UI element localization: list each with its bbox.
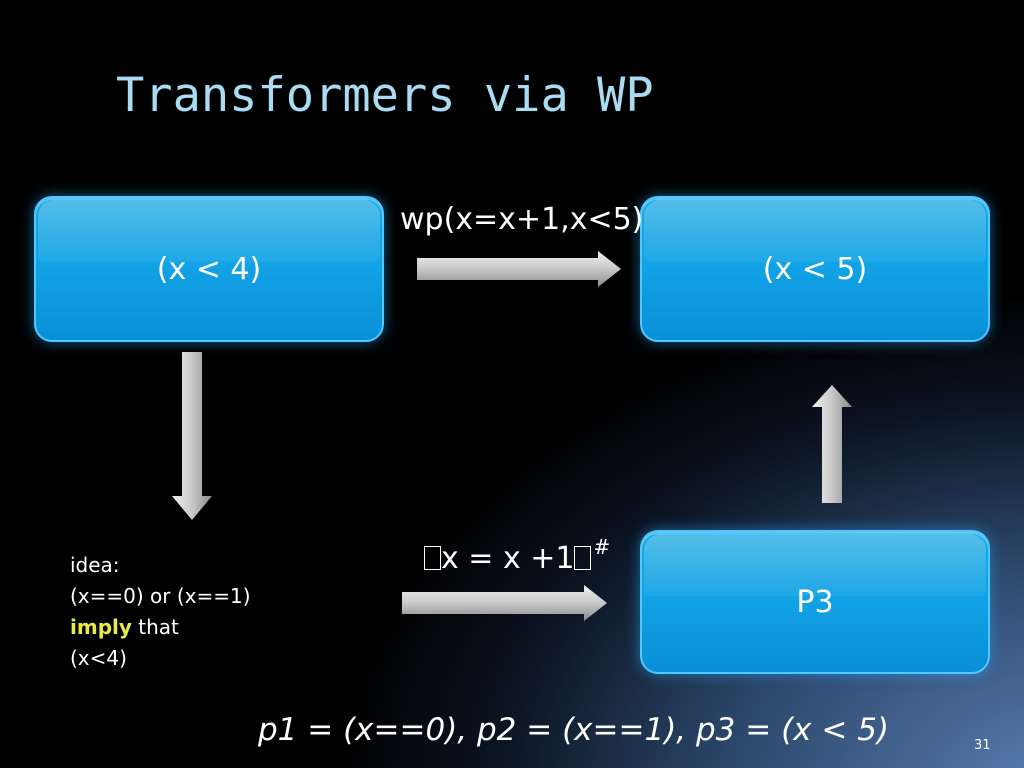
right-arrow-bottom-icon xyxy=(402,585,607,621)
transformer-sup: # xyxy=(593,535,611,559)
transformer-arrow-label: x = x +1 # xyxy=(424,535,610,576)
page-number: 31 xyxy=(974,738,991,753)
down-arrow-icon xyxy=(172,352,212,520)
box-x-less-4-label: (x < 4) xyxy=(156,251,262,287)
idea-line-2: (x==0) or (x==1) xyxy=(70,584,251,608)
slide-title: Transformers via WP xyxy=(116,68,654,123)
right-arrow-top-icon xyxy=(417,251,621,287)
idea-line-3: imply that xyxy=(70,612,251,643)
idea-note: idea: (x==0) or (x==1) imply that (x<4) xyxy=(70,550,251,674)
idea-line-1: idea: xyxy=(70,553,120,577)
box-x-less-4: (x < 4) xyxy=(34,196,384,342)
up-arrow-icon xyxy=(812,385,852,503)
box-p3-label: P3 xyxy=(796,584,834,620)
box-x-less-5-label: (x < 5) xyxy=(762,251,868,287)
idea-line-3-rest: that xyxy=(131,615,179,639)
wp-arrow-label: wp(x=x+1,x<5) xyxy=(400,202,644,237)
idea-highlight: imply xyxy=(70,615,132,639)
footer-definitions: p1 = (x==0), p2 = (x==1), p3 = (x < 5) xyxy=(258,712,890,748)
idea-line-4: (x<4) xyxy=(70,646,127,670)
transformer-expression: x = x +1 xyxy=(441,541,575,576)
box-x-less-5: (x < 5) xyxy=(640,196,990,342)
open-bracket-glyph-icon xyxy=(424,546,441,570)
close-bracket-glyph-icon xyxy=(574,546,592,570)
box-p3: P3 xyxy=(640,530,990,674)
